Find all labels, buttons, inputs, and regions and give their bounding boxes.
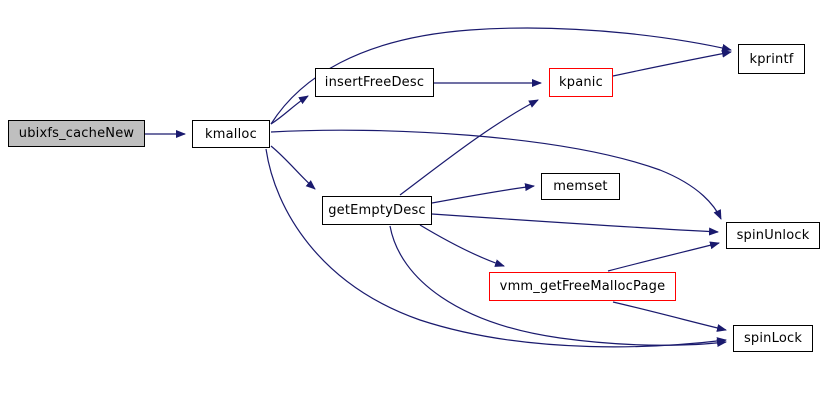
- graph-node-getEmptyDesc[interactable]: getEmptyDesc: [322, 196, 432, 225]
- graph-node-label: vmm_getFreeMallocPage: [499, 279, 666, 294]
- graph-node-insertFreeDesc[interactable]: insertFreeDesc: [315, 68, 434, 97]
- edge-kmalloc-to-insertFreeDesc: [270, 95, 309, 125]
- graph-node-label: getEmptyDesc: [328, 203, 426, 218]
- edge-getEmptyDesc-to-spinLock: [389, 225, 727, 348]
- graph-node-label: memset: [553, 179, 608, 194]
- edge-kpanic-to-kprintf: [612, 49, 732, 77]
- graph-node-label: kpanic: [559, 75, 603, 90]
- graph-node-spinUnlock[interactable]: spinUnlock: [726, 222, 820, 249]
- graph-node-vmm_getFreeMallocPage[interactable]: vmm_getFreeMallocPage: [489, 272, 676, 301]
- graph-node-label: spinLock: [743, 331, 803, 346]
- graph-node-kprintf[interactable]: kprintf: [738, 44, 805, 74]
- graph-node-label: kprintf: [749, 51, 794, 67]
- graph-node-ubixfs_cacheNew[interactable]: ubixfs_cacheNew: [8, 120, 145, 147]
- edge-getEmptyDesc-to-vmm_getFreeMallocPage: [419, 224, 505, 267]
- graph-node-label: spinUnlock: [736, 228, 810, 243]
- graph-node-label: kmalloc: [205, 126, 257, 142]
- graph-node-label: insertFreeDesc: [324, 75, 425, 90]
- edge-getEmptyDesc-to-spinUnlock: [431, 213, 719, 236]
- edge-path-group: [145, 27, 732, 348]
- graph-node-spinLock[interactable]: spinLock: [733, 325, 813, 352]
- edge-kmalloc-to-spinLock: [265, 148, 727, 348]
- edge-kmalloc-to-spinUnlock: [270, 129, 722, 220]
- edge-getEmptyDesc-to-kpanic: [399, 99, 539, 196]
- edge-getEmptyDesc-to-memset: [431, 183, 535, 204]
- graph-node-memset[interactable]: memset: [541, 173, 620, 200]
- graph-node-kpanic[interactable]: kpanic: [549, 68, 613, 97]
- edge-kmalloc-to-getEmptyDesc: [270, 145, 316, 190]
- edge-kmalloc-to-kprintf: [270, 27, 732, 125]
- graph-node-kmalloc[interactable]: kmalloc: [192, 120, 270, 148]
- edge-vmm_getFreeMallocPage-to-spinUnlock: [607, 241, 720, 272]
- edge-vmm_getFreeMallocPage-to-spinLock: [612, 301, 727, 332]
- graph-node-label: ubixfs_cacheNew: [18, 126, 135, 141]
